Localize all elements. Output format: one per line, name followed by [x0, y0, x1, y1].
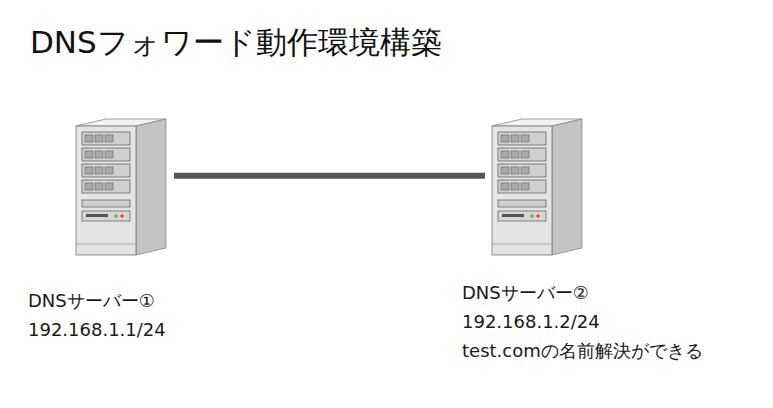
server-label: DNSサーバー①: [28, 286, 166, 315]
server-label: test.comの名前解決ができる: [462, 336, 703, 365]
server-illustration: [486, 116, 586, 258]
server-illustration: [70, 116, 170, 258]
diagram-title: DNSフォワード動作環境構築: [30, 22, 442, 64]
server-label: 192.168.1.1/24: [28, 315, 166, 344]
server-caption: DNSサーバー②192.168.1.2/24test.comの名前解決ができる: [462, 278, 703, 365]
server-label: DNSサーバー②: [462, 278, 703, 307]
server-caption: DNSサーバー①192.168.1.1/24: [28, 286, 166, 344]
dns-server: DNSサーバー②192.168.1.2/24test.comの名前解決ができる: [486, 116, 586, 258]
network-link: [174, 173, 485, 179]
dns-server: DNSサーバー①192.168.1.1/24: [70, 116, 170, 258]
server-label: 192.168.1.2/24: [462, 307, 703, 336]
